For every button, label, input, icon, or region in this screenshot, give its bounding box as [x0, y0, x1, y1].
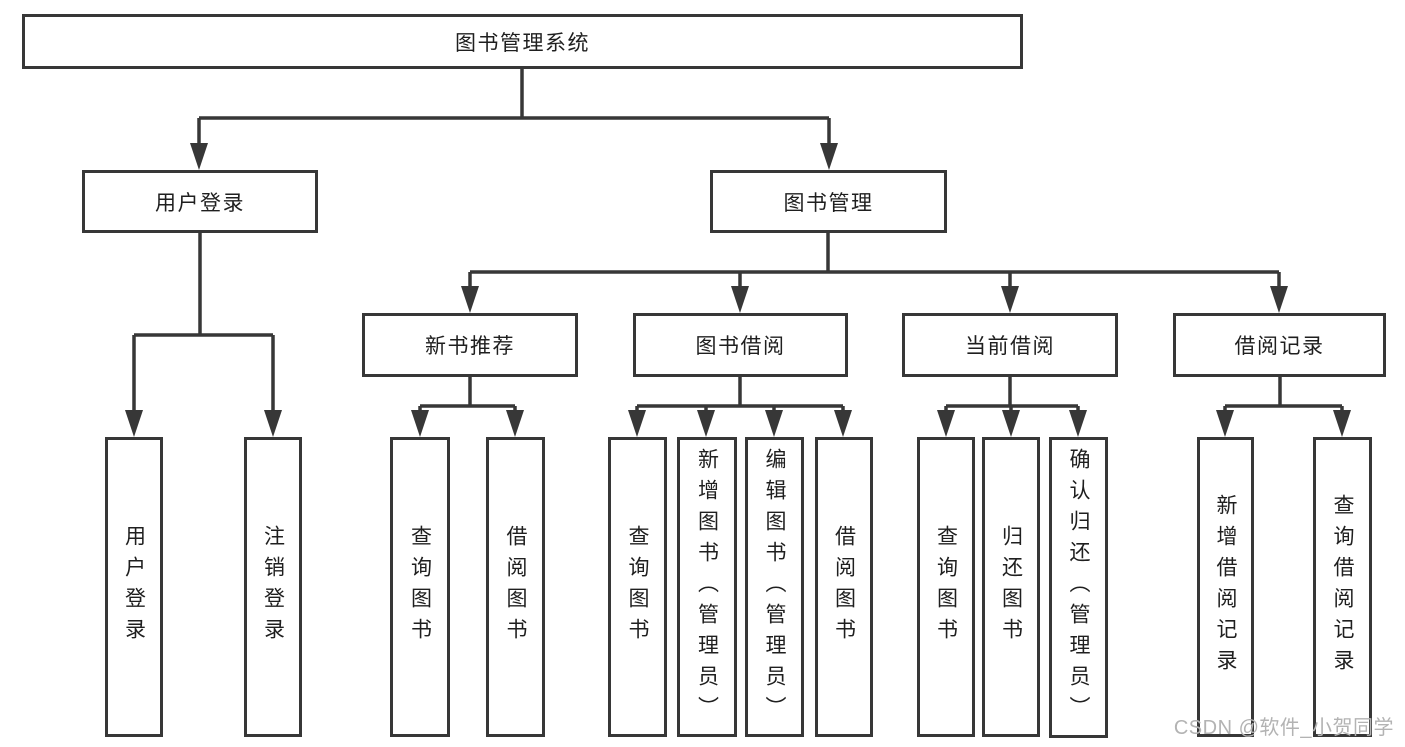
leaf-borrow-books-1: 借阅图书 [486, 437, 545, 737]
node-borrow-records: 借阅记录 [1173, 313, 1386, 377]
node-book-mgmt: 图书管理 [710, 170, 947, 233]
leaf-user-login-label: 用户登录 [122, 525, 146, 649]
leaf-user-login: 用户登录 [105, 437, 163, 737]
leaf-query-borrow-record-label: 查询借阅记录 [1331, 494, 1355, 680]
connector-book-borrow [628, 377, 852, 437]
leaf-query-books-3-label: 查询图书 [934, 525, 958, 649]
node-root-label: 图书管理系统 [455, 31, 590, 55]
leaf-add-borrow-record-label: 新增借阅记录 [1214, 494, 1238, 680]
leaf-return-book: 归还图书 [982, 437, 1040, 737]
leaf-add-book-admin: 新增图书（管理员） [677, 437, 737, 737]
leaf-borrow-books-1-label: 借阅图书 [504, 525, 528, 649]
node-root: 图书管理系统 [22, 14, 1023, 69]
leaf-query-books-1-label: 查询图书 [408, 525, 432, 649]
leaf-edit-book-admin: 编辑图书（管理员） [745, 437, 804, 737]
connector-book-mgmt [461, 233, 1288, 313]
connector-root [190, 69, 838, 170]
connector-borrow-records [1216, 377, 1351, 437]
connector-user-login [125, 233, 282, 437]
leaf-borrow-books-2: 借阅图书 [815, 437, 873, 737]
node-book-borrow: 图书借阅 [633, 313, 848, 377]
connector-current-borrow [937, 377, 1087, 437]
node-book-mgmt-label: 图书管理 [783, 191, 874, 215]
leaf-confirm-return-admin-label: 确认归还（管理员） [1067, 448, 1091, 727]
node-user-login: 用户登录 [82, 170, 318, 233]
leaf-query-books-1: 查询图书 [390, 437, 450, 737]
leaf-query-books-2-label: 查询图书 [626, 525, 650, 649]
leaf-query-books-2: 查询图书 [608, 437, 667, 737]
leaf-confirm-return-admin: 确认归还（管理员） [1049, 437, 1108, 738]
node-new-books-label: 新书推荐 [425, 335, 515, 358]
leaf-query-borrow-record: 查询借阅记录 [1313, 437, 1372, 737]
leaf-logout-label: 注销登录 [261, 525, 285, 649]
csdn-watermark: CSDN @软件_小贺同学 [1173, 717, 1394, 739]
node-user-login-label: 用户登录 [155, 191, 245, 215]
leaf-logout: 注销登录 [244, 437, 302, 737]
leaf-add-book-admin-label: 新增图书（管理员） [695, 447, 719, 727]
leaf-return-book-label: 归还图书 [999, 525, 1023, 649]
node-current-borrow: 当前借阅 [902, 313, 1118, 377]
node-book-borrow-label: 图书借阅 [695, 335, 786, 358]
leaf-add-borrow-record: 新增借阅记录 [1197, 437, 1254, 737]
node-current-borrow-label: 当前借阅 [965, 335, 1055, 358]
connector-new-books [411, 377, 524, 437]
node-borrow-records-label: 借阅记录 [1234, 335, 1325, 358]
leaf-query-books-3: 查询图书 [917, 437, 975, 737]
leaf-borrow-books-2-label: 借阅图书 [832, 525, 856, 649]
node-new-books: 新书推荐 [362, 313, 578, 377]
leaf-edit-book-admin-label: 编辑图书（管理员） [763, 447, 787, 727]
